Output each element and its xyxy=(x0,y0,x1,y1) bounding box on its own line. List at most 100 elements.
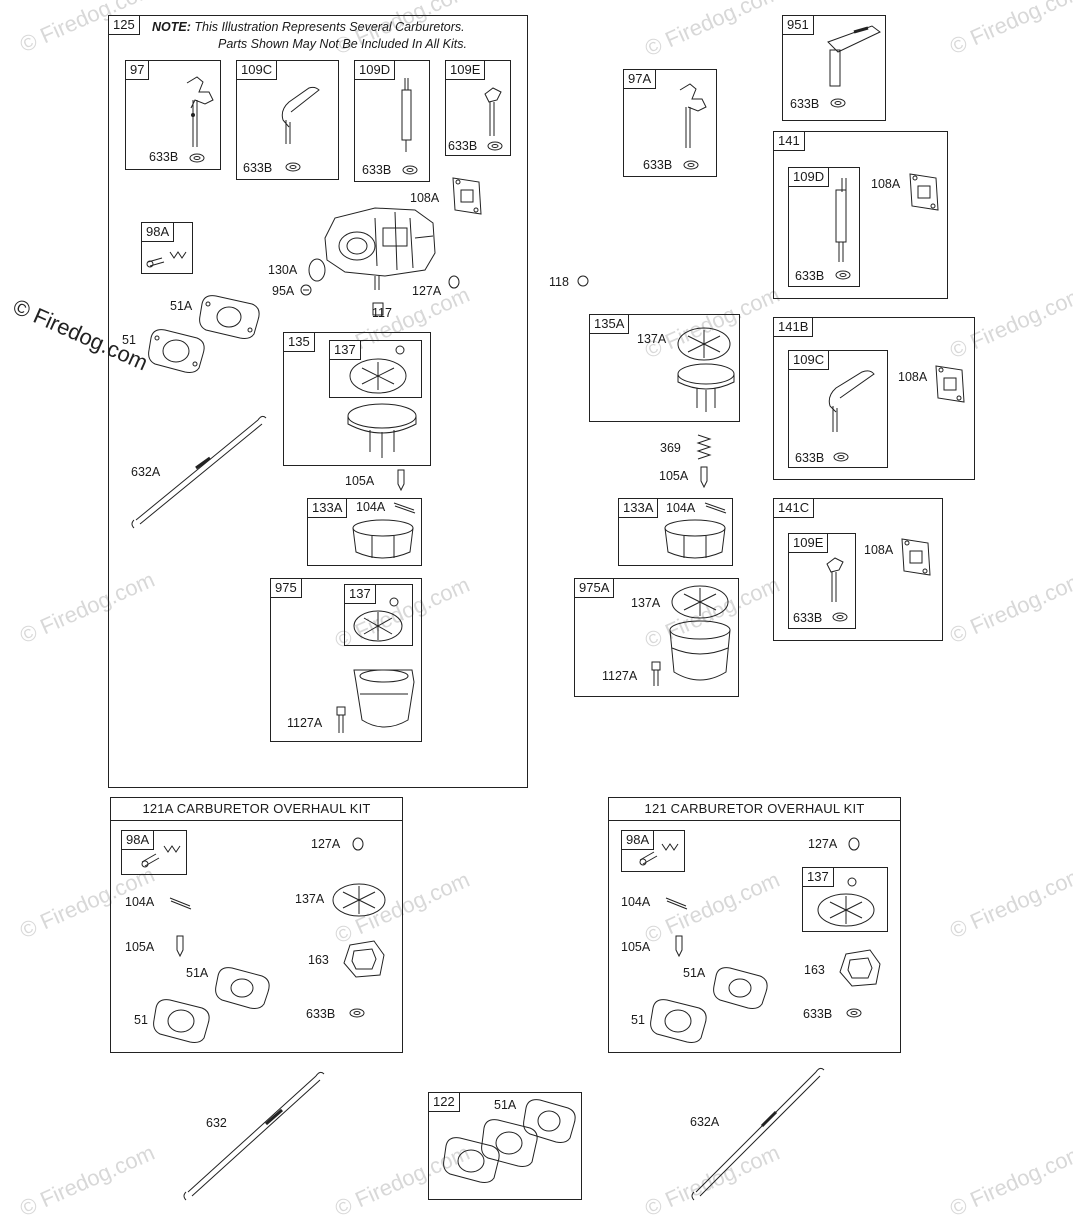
part-label-633B: 633B xyxy=(149,150,179,164)
diaphragm-gasket-icon xyxy=(348,342,418,396)
part-box-98A: 98A xyxy=(121,830,187,875)
part-label-105A: 105A xyxy=(621,940,651,954)
part-box-109D: 109D xyxy=(354,60,430,182)
part-box-137: 137 xyxy=(344,584,413,646)
o-ring-icon xyxy=(350,836,366,852)
box-tag-97: 97 xyxy=(125,60,150,80)
part-label-163: 163 xyxy=(804,963,825,977)
bolt-icon xyxy=(649,660,663,686)
throttle-shaft-icon xyxy=(822,552,847,608)
part-box-98A: 98A xyxy=(141,222,193,274)
gasket-icon xyxy=(447,172,487,222)
box-tag-109C: 109C xyxy=(236,60,278,80)
gasket-icon xyxy=(440,1132,506,1190)
part-label-105A: 105A xyxy=(659,469,689,483)
box-tag-133A: 133A xyxy=(618,498,659,518)
part-box-135A: 135A xyxy=(589,314,740,422)
diaphragm-gasket-icon xyxy=(350,596,410,644)
o-ring-icon xyxy=(846,836,862,852)
gasket-icon xyxy=(478,1114,544,1174)
gasket-icon xyxy=(150,992,216,1046)
part-box-141C: 141C xyxy=(773,498,943,641)
box-tag-141C: 141C xyxy=(773,498,815,518)
part-label-51: 51 xyxy=(134,1013,148,1027)
box-tag-109E: 109E xyxy=(788,533,829,553)
throttle-shaft-icon xyxy=(275,82,330,152)
box-tag-135: 135 xyxy=(283,332,315,352)
gasket-icon xyxy=(930,360,970,410)
link-rod-icon xyxy=(688,1064,828,1200)
part-label-105A: 105A xyxy=(125,940,155,954)
part-label-1127A: 1127A xyxy=(287,716,323,730)
seal-icon xyxy=(486,139,504,153)
box-tag-135A: 135A xyxy=(589,314,630,334)
part-box-109C: 109C xyxy=(236,60,339,180)
pin-icon xyxy=(168,894,194,910)
part-label-108A: 108A xyxy=(410,191,440,205)
gasket-icon xyxy=(340,937,388,981)
float-bowl-icon xyxy=(664,618,736,692)
box-tag-109E: 109E xyxy=(445,60,486,80)
seal-icon xyxy=(401,163,419,177)
part-label-632: 632 xyxy=(206,1116,227,1130)
part-box-98A: 98A xyxy=(621,830,685,872)
screw-spring-icon xyxy=(638,838,682,868)
part-label-633B: 633B xyxy=(306,1007,336,1021)
watermark: © Firedog.com xyxy=(945,566,1073,649)
float-bowl-icon xyxy=(348,660,420,738)
part-label-137A: 137A xyxy=(631,596,661,610)
part-label-137A: 137A xyxy=(637,332,667,346)
part-label-130A: 130A xyxy=(268,263,298,277)
kit-title-121: 121 CARBURETOR OVERHAUL KIT xyxy=(609,798,900,821)
part-label-633B: 633B xyxy=(643,158,673,172)
diaphragm-gasket-icon xyxy=(674,322,736,366)
part-label-633B: 633B xyxy=(795,451,825,465)
pin-icon xyxy=(703,500,729,514)
kit-box-121A: 121A CARBURETOR OVERHAUL KIT xyxy=(110,797,403,1053)
part-label-127A: 127A xyxy=(808,837,838,851)
throttle-shaft-icon xyxy=(175,75,220,155)
part-box-137: 137 xyxy=(329,340,422,398)
watermark: © Firedog.com xyxy=(15,1139,159,1222)
box-tag-109D: 109D xyxy=(354,60,396,80)
part-label-104A: 104A xyxy=(621,895,651,909)
gasket-icon xyxy=(647,992,713,1046)
note-line-2: Parts Shown May Not Be Included In All K… xyxy=(218,37,467,51)
screw-spring-icon xyxy=(146,244,190,270)
box-tag-97A: 97A xyxy=(623,69,657,89)
needle-icon xyxy=(173,934,187,958)
link-rod-icon xyxy=(128,412,268,530)
box-tag-98A: 98A xyxy=(141,222,175,242)
box-tag-137: 137 xyxy=(329,340,361,360)
part-label-104A: 104A xyxy=(666,501,696,515)
seal-icon xyxy=(188,151,206,165)
part-box-97A: 97A xyxy=(623,69,717,177)
part-label-51A: 51A xyxy=(494,1098,517,1112)
part-label-127A: 127A xyxy=(412,284,442,298)
kit-box-121: 121 CARBURETOR OVERHAUL KIT xyxy=(608,797,901,1053)
part-box-97: 97 xyxy=(125,60,221,170)
pin-icon xyxy=(392,500,418,514)
note-text-1: This Illustration Represents Several Car… xyxy=(194,20,465,34)
needle-icon xyxy=(394,468,408,492)
part-label-633B: 633B xyxy=(362,163,392,177)
float-icon xyxy=(662,518,728,564)
gasket-icon xyxy=(145,322,210,377)
part-box-975: 975 xyxy=(270,578,422,742)
part-label-632A: 632A xyxy=(690,1115,720,1129)
box-tag-137: 137 xyxy=(802,867,834,887)
part-label-51A: 51A xyxy=(186,966,209,980)
part-box-137: 137 xyxy=(802,867,888,932)
needle-icon xyxy=(672,934,686,958)
watermark: © Firedog.com xyxy=(945,861,1073,944)
gasket-icon xyxy=(520,1094,580,1150)
box-tag-137: 137 xyxy=(344,584,376,604)
box-tag-141B: 141B xyxy=(773,317,814,337)
part-box-133A: 133A xyxy=(618,498,733,566)
watermark: © Firedog.com xyxy=(945,0,1073,60)
float-icon xyxy=(350,518,416,564)
part-label-127A: 127A xyxy=(311,837,341,851)
part-label-108A: 108A xyxy=(871,177,901,191)
part-label-633B: 633B xyxy=(803,1007,833,1021)
box-tag-133A: 133A xyxy=(307,498,348,518)
